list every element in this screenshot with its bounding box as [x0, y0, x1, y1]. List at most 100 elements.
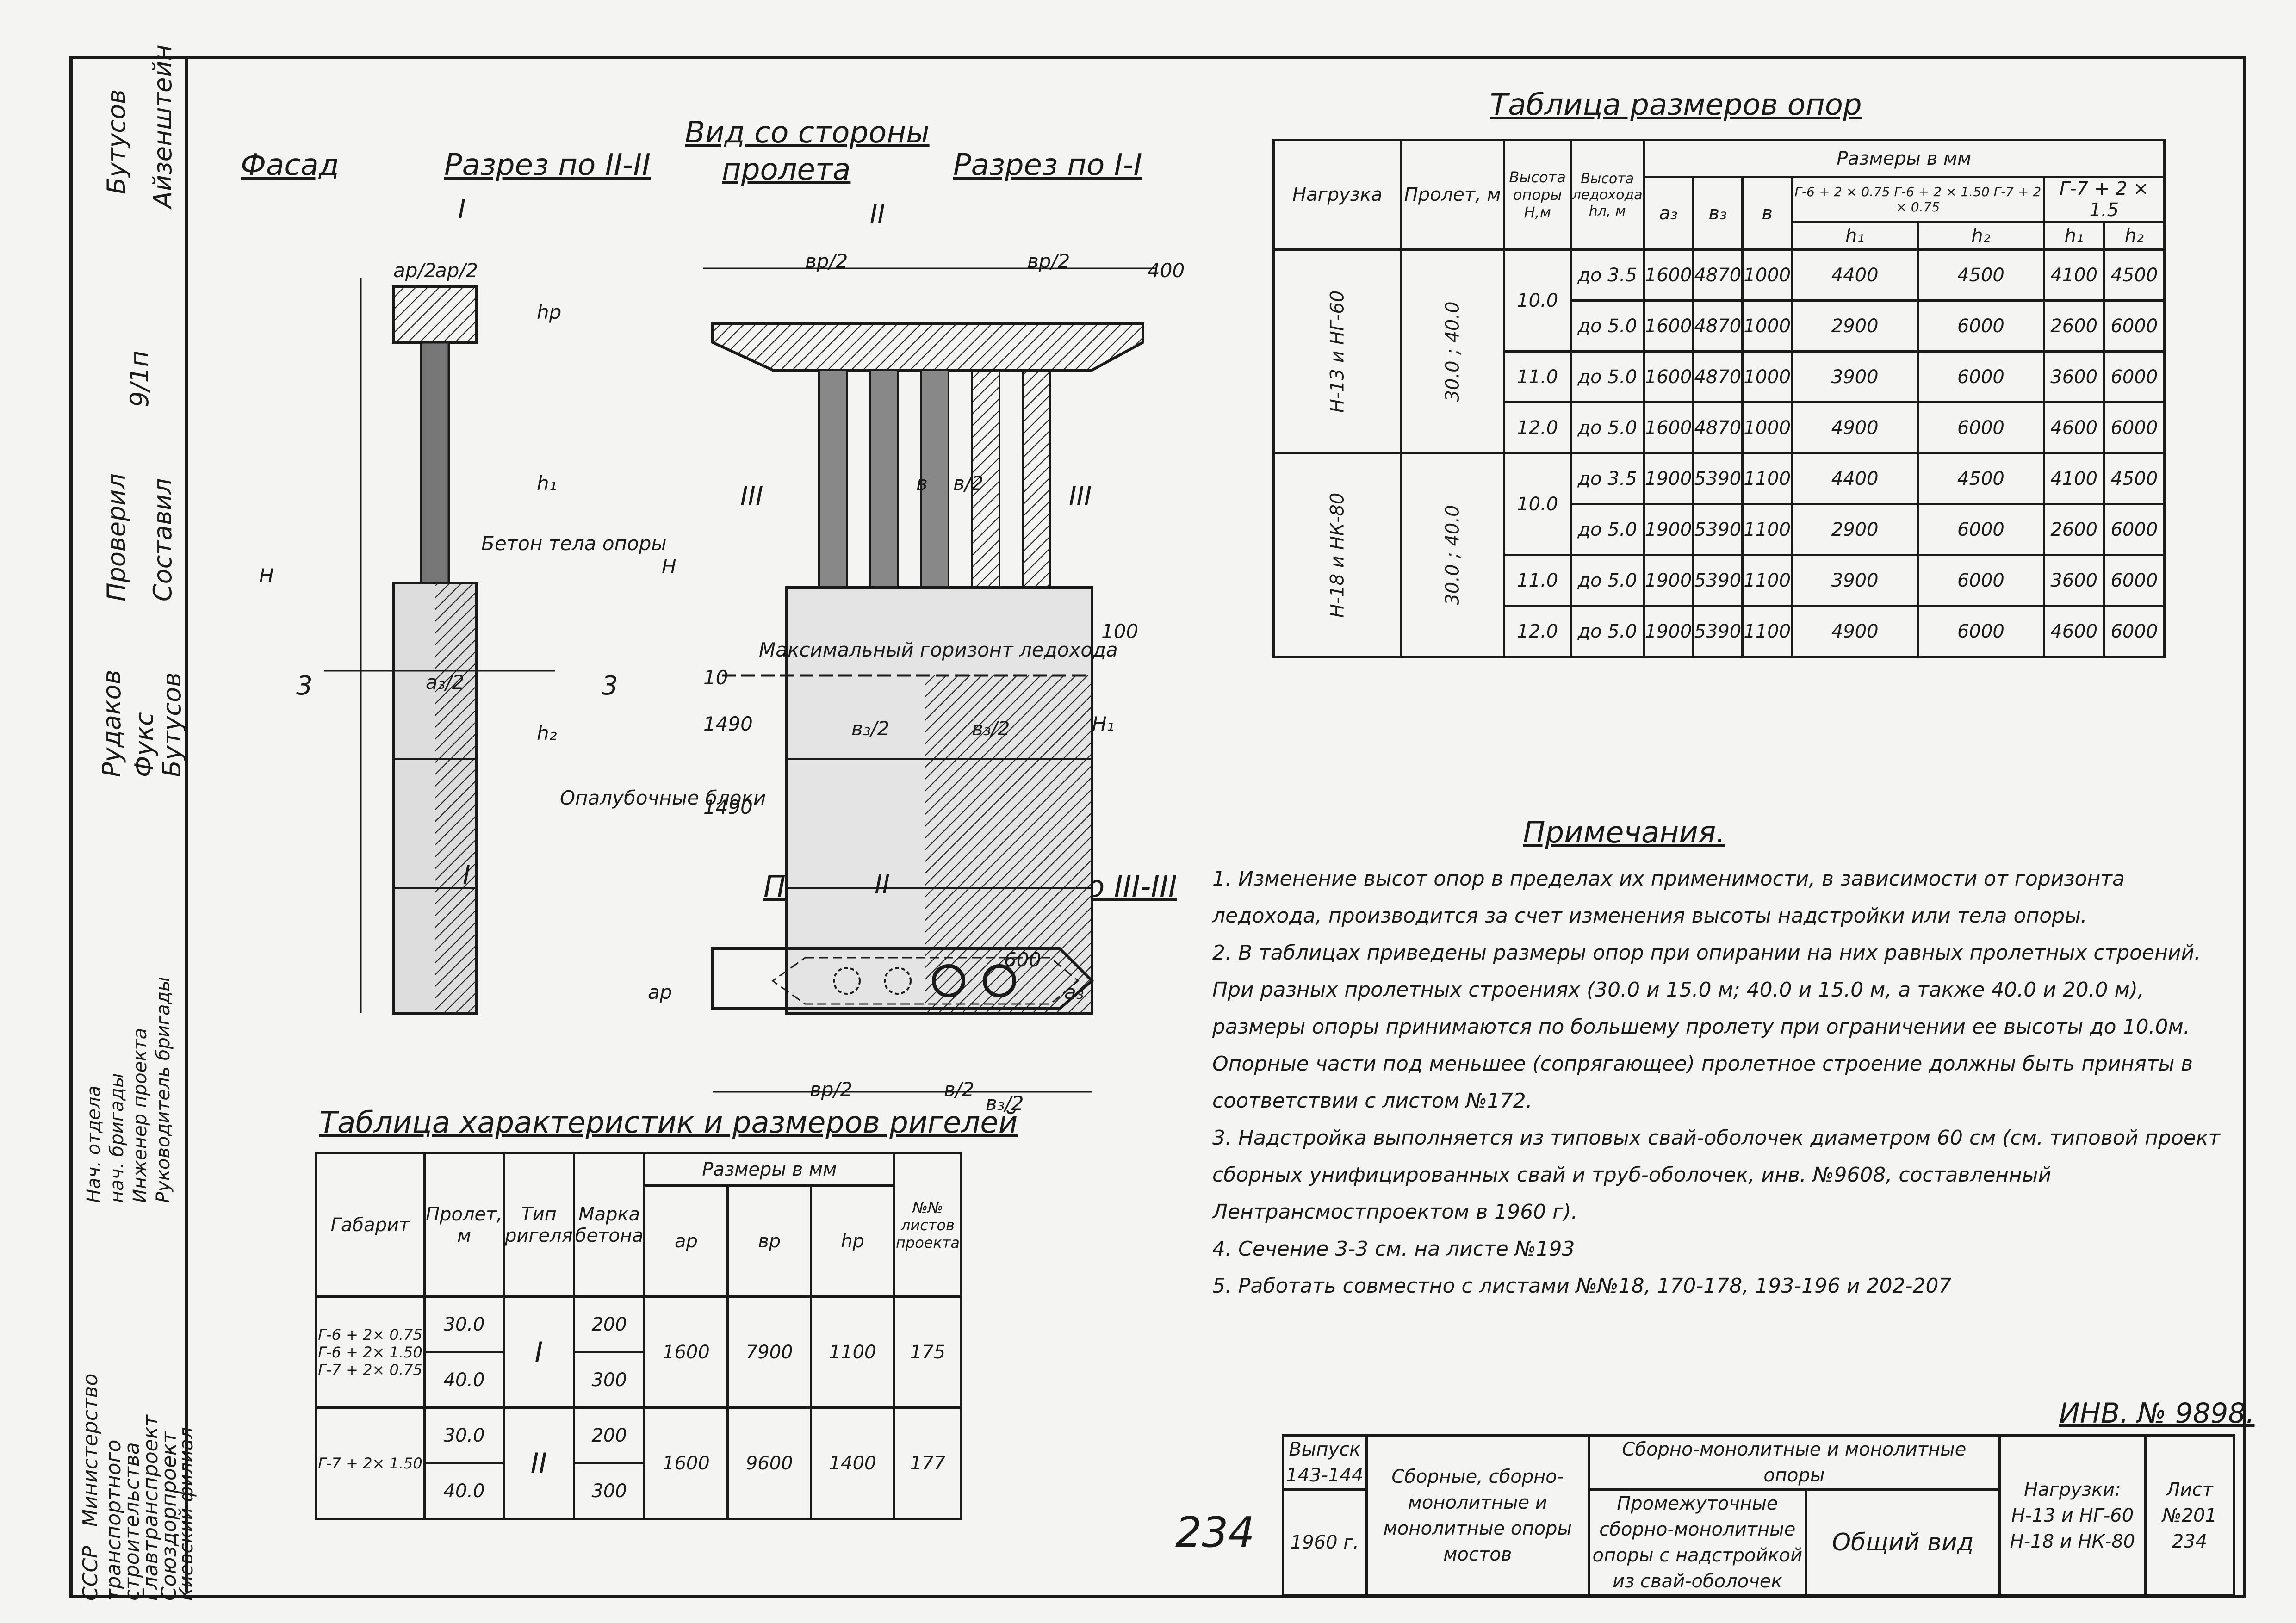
hdr-load: Нагрузка [1272, 139, 1402, 251]
cell: 4870 [1692, 299, 1744, 353]
table-row: Н-18 и НК-80 30.0 ; 40.0 10.0 до 3.5 190… [1272, 452, 2166, 658]
cell: 6000 [1917, 350, 2045, 403]
cut-1-top: I [458, 194, 466, 224]
sig-label-1: Нач. отдела [83, 1085, 105, 1203]
dim-600: 600 [1004, 948, 1042, 971]
label-formwork: Опалубочные блоки [560, 787, 766, 809]
sig-label-2: нач. бригады [106, 1073, 128, 1203]
stamp-year: 1960 г. [1282, 1488, 1368, 1597]
cell: 6000 [2103, 299, 2166, 353]
rhdr-span: Пролет, м [423, 1152, 505, 1298]
cut-3-right: III [1069, 481, 1092, 511]
dim-h1: h₁ [537, 472, 557, 495]
cell: 4100 [2042, 452, 2105, 505]
dim-h2: h₂ [537, 722, 557, 744]
rhdr-gabarit: Габарит [315, 1152, 426, 1298]
dim-bp2-plan: вр/2 [810, 1078, 853, 1101]
surname-5: Бутусов [157, 672, 186, 777]
stamp-description: Промежуточные сборно-монолитные опоры с … [1587, 1488, 1807, 1597]
table-row: до 5.0 1900 5390 1100 2900 6000 2600 600… [1274, 503, 2166, 556]
cell: 11.0 [1502, 554, 1572, 607]
drawings-svg [324, 267, 1157, 1093]
role-checked: Проверил [102, 473, 131, 601]
cell: 1900 [1642, 554, 1694, 607]
cut-2-bottom: II [875, 870, 890, 900]
table-row: 12.0 до 5.0 1600 4870 1000 4900 6000 460… [1274, 401, 2166, 454]
cell: 5390 [1692, 503, 1744, 556]
supports-table: Нагрузка Пролет, м Высота опоры H,м Высо… [1272, 139, 2166, 658]
cell: 4500 [2103, 452, 2166, 505]
handwritten-page-number: 234 [1175, 1508, 1255, 1557]
cell: 6000 [1917, 503, 2045, 556]
stamp-header: Сборно-монолитные и монолитные опоры [1587, 1434, 2001, 1491]
drawing-frame [69, 56, 2246, 1598]
cell: 4500 [1917, 248, 2045, 302]
stamp-series: Сборные, сборно-монолитные и монолитные … [1365, 1434, 1590, 1597]
surname-3: Рудаков [97, 669, 126, 777]
hdr-h1a: h₁ [1791, 221, 1919, 251]
rcell: 175 [893, 1295, 962, 1409]
rhdr-type: Тип ригеля [503, 1152, 575, 1298]
surname-1: Бутусов [102, 89, 131, 194]
sig-label-3: Инженер проекта [130, 1028, 151, 1203]
dim-b2: в/2 [953, 472, 984, 495]
rcell: II [503, 1406, 575, 1520]
cell: 6000 [2103, 605, 2166, 658]
rcell: 30.0 [423, 1295, 505, 1353]
cell: 5390 [1692, 452, 1744, 505]
riegel-table-title: Таблица характеристик и размеров ригелей [319, 1106, 1018, 1140]
hdr-b3: в₃ [1692, 176, 1744, 251]
stamp-load-1: Н-13 и НГ-60 [2011, 1505, 2134, 1526]
side-strip: Бутусов Айзенштейн 9/1п Проверил Состави… [69, 44, 197, 1601]
dim-hp: hр [537, 301, 562, 323]
cell: 4500 [2103, 248, 2166, 302]
rhdr-grade: Марка бетона [572, 1152, 646, 1298]
stamp-sheet-label: Лист [2166, 1479, 2213, 1500]
dim-b: в [916, 472, 928, 495]
dim-400: 400 [1148, 259, 1185, 282]
cell: 2600 [2042, 299, 2105, 353]
cell: 2600 [2042, 503, 2105, 556]
note-1: 1. Изменение высот опор в пределах их пр… [1212, 867, 2125, 928]
rhdr-ap: aр [643, 1184, 729, 1298]
surname-2: Айзенштейн [148, 44, 177, 208]
cell: 1100 [1741, 452, 1793, 505]
cell: 1100 [1741, 503, 1793, 556]
cell: 1000 [1741, 248, 1793, 302]
notes-title: Примечания. [1523, 816, 1725, 850]
hdr-group1: Г-6 + 2 × 0.75 Г-6 + 2 × 1.50 Г-7 + 2 × … [1791, 176, 2045, 223]
cell: 5390 [1692, 554, 1744, 607]
cell: 1000 [1741, 350, 1793, 403]
cut-3a-right: 3 [602, 671, 618, 701]
cell: 1000 [1741, 299, 1793, 353]
stamp-sheet-no: №201 [2162, 1505, 2217, 1526]
cell: 10.0 [1502, 452, 1572, 556]
org-2: Министерство [79, 1373, 102, 1527]
title-block: Выпуск 143-144 Сборные, сборно-монолитны… [1282, 1434, 2235, 1597]
hdr-sizes: Размеры в мм [1642, 139, 2166, 178]
note-4: 4. Сечение 3-3 см. на листе №193 [1212, 1237, 1575, 1261]
dim-bp2-b: вр/2 [1027, 250, 1070, 273]
span-2: 30.0 ; 40.0 [1442, 504, 1464, 606]
cell: до 3.5 [1570, 248, 1645, 302]
rhdr-sheets: №№ листов проекта [893, 1152, 962, 1298]
dim-1490-b: 1490 [703, 796, 753, 818]
table-row: 40.0 300 [316, 1462, 962, 1520]
rhdr-bp: вр [726, 1184, 813, 1298]
cell: 4870 [1692, 350, 1744, 403]
note-2: 2. В таблицах приведены размеры опор при… [1212, 941, 2201, 1113]
stamp-view: Общий вид [1805, 1488, 2001, 1597]
hdr-a3: a₃ [1642, 176, 1694, 251]
cell: до 5.0 [1570, 350, 1645, 403]
stamp-issue: 143-144 [1286, 1465, 1364, 1486]
rcell: 7900 [726, 1295, 813, 1409]
cell: до 5.0 [1570, 299, 1645, 353]
dim-b32-plan: в₃/2 [986, 1092, 1024, 1115]
load-1: Н-13 и НГ-60 [1327, 290, 1348, 413]
dim-100: 100 [1101, 620, 1139, 643]
dim-b32-a: в₃/2 [851, 717, 890, 740]
riegel-table: Габарит Пролет, м Тип ригеля Марка бетон… [315, 1152, 962, 1520]
cell: 1900 [1642, 452, 1694, 505]
cell: 3600 [2042, 554, 2105, 607]
table-row: до 5.0 1600 4870 1000 2900 6000 2600 600… [1274, 299, 2166, 353]
